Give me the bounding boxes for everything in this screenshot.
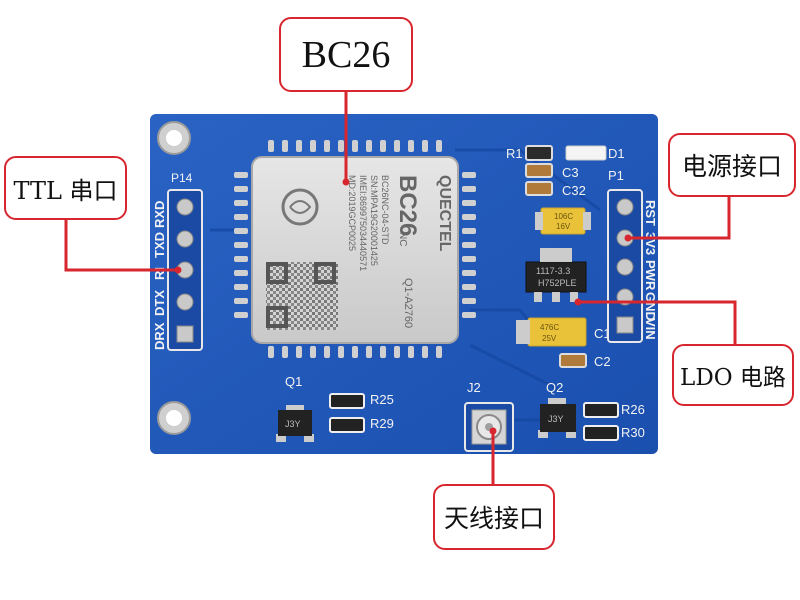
c2-label: C2	[594, 354, 611, 369]
callout-ldo-circuit: LDO 电路	[672, 344, 794, 406]
transistor-q2: J3Y	[538, 398, 576, 438]
module-line: MD:2019GCP0025	[347, 175, 357, 251]
r1-label: R1	[506, 146, 523, 161]
p1-pin-label: GND	[643, 292, 658, 321]
module-nc: NC	[397, 232, 408, 246]
quectel-logo-icon	[281, 188, 319, 226]
antenna-connector-j2	[464, 402, 514, 452]
tantalum-marking: 106C	[554, 212, 573, 221]
callout-bc26: BC26	[279, 17, 413, 92]
module-pads	[234, 140, 476, 358]
qr-code-icon	[266, 262, 338, 330]
p14-pin-label: DTX	[152, 290, 167, 316]
tantalum-capacitor-c1: 476C 25V	[516, 317, 587, 347]
tantalum-marking: 16V	[556, 222, 571, 231]
resistor-r30	[583, 425, 619, 441]
module-code: Q1-A2760	[402, 278, 414, 328]
p14-pin-label: TXD	[152, 232, 167, 258]
p14-header	[167, 189, 203, 351]
transistor-q1: J3Y	[276, 405, 314, 442]
p14-pin-labels: RXD TXD RI DTX DRX	[152, 201, 167, 350]
module-line: SN:MPA19G20001425	[369, 175, 379, 266]
callout-power-port: 电源接口	[668, 133, 796, 197]
tantalum-marking: 476C	[540, 323, 559, 332]
q2-label: Q2	[546, 380, 563, 395]
leader-dots	[174, 178, 632, 435]
c32-label: C32	[562, 183, 586, 198]
resistor-r29	[329, 417, 365, 433]
p14-pin-label: RXD	[152, 201, 167, 228]
tantalum-capacitor-c32: 106C 16V	[535, 207, 591, 235]
capacitor-c2	[559, 353, 587, 368]
p1-label: P1	[608, 168, 624, 183]
module-line: IMEI:869975034440571	[358, 175, 368, 271]
transistor-marking: J3Y	[285, 419, 301, 429]
p1-pin-label: PWR	[643, 260, 658, 291]
d1-label: D1	[608, 146, 625, 161]
leader-lines	[64, 92, 737, 484]
resistor-r1	[525, 145, 553, 161]
led-d1	[565, 145, 607, 161]
ldo-regulator: 1117-3.3 H752PLE	[525, 248, 587, 302]
r25-label: R25	[370, 392, 394, 407]
r29-label: R29	[370, 416, 394, 431]
c3-label: C3	[562, 165, 579, 180]
capacitor-c32	[525, 181, 553, 196]
p1-pin-labels: RST 3V3 PWR GND VIN	[643, 200, 658, 340]
leader-line-ldo	[578, 300, 737, 344]
r26-label: R26	[621, 402, 645, 417]
c1-label: C1	[594, 326, 611, 341]
capacitor-c3	[525, 163, 553, 178]
j2-label: J2	[467, 380, 481, 395]
mounting-hole-bottom	[157, 401, 191, 435]
module-model: BC26	[394, 175, 421, 236]
callout-ttl-serial: TTL 串口	[4, 156, 127, 220]
p1-pin-label: RST	[643, 200, 658, 226]
p1-pin-label: 3V3	[643, 232, 658, 255]
p1-pin-label: VIN	[643, 318, 658, 340]
resistor-r26	[583, 402, 619, 418]
resistor-r25	[329, 393, 365, 409]
module-marking: QUECTEL BC26 NC Q1-A2760 BC26NC-04-STD S…	[347, 175, 453, 328]
mounting-hole-top	[157, 121, 191, 155]
tantalum-marking: 25V	[542, 334, 557, 343]
module-brand: QUECTEL	[436, 175, 453, 252]
p14-pin-label: DRX	[152, 322, 167, 350]
module-line: BC26NC-04-STD	[380, 175, 390, 245]
r30-label: R30	[621, 425, 645, 440]
p1-header	[607, 189, 643, 343]
p14-label: P14	[171, 171, 193, 185]
q1-label: Q1	[285, 374, 302, 389]
ldo-part: 1117-3.3	[536, 266, 570, 276]
ldo-code: H752PLE	[538, 278, 577, 288]
callout-antenna-port: 天线接口	[433, 484, 555, 550]
leader-line-ttl	[64, 220, 178, 272]
leader-line-power	[628, 197, 731, 240]
transistor-marking: J3Y	[548, 414, 564, 424]
